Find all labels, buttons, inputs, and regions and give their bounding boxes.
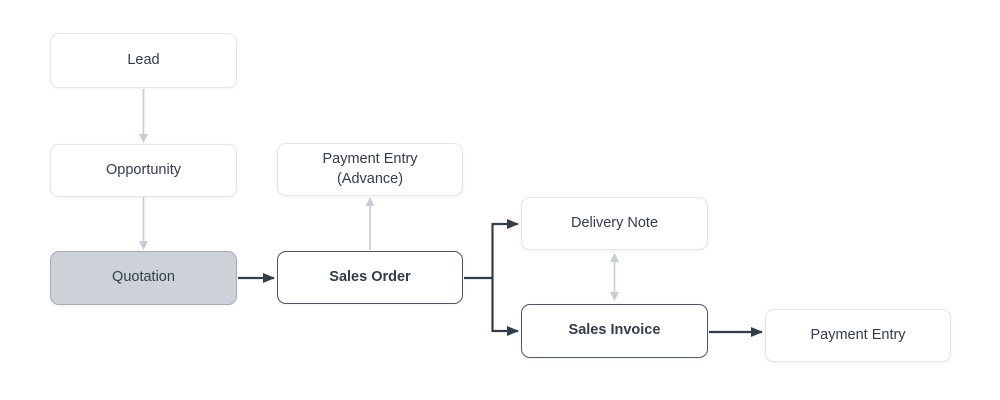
node-payment-entry: Payment Entry	[765, 309, 951, 362]
node-sales-order: Sales Order	[277, 251, 463, 304]
node-sales-order-label: Sales Order	[329, 268, 411, 285]
node-lead-label: Lead	[127, 51, 160, 68]
node-opportunity: Opportunity	[50, 144, 237, 197]
node-quotation: Quotation	[50, 251, 237, 305]
node-payment-entry-label: Payment Entry	[810, 326, 906, 343]
node-payment-entry-advance: Payment Entry (Advance)	[277, 143, 463, 196]
node-opportunity-label: Opportunity	[106, 161, 181, 178]
node-payment-entry-advance-label: Payment Entry (Advance)	[322, 150, 418, 187]
node-sales-invoice-label: Sales Invoice	[568, 322, 661, 339]
node-delivery-note-label: Delivery Note	[570, 214, 659, 231]
node-sales-invoice: Sales Invoice	[521, 304, 708, 358]
node-quotation-label: Quotation	[112, 269, 175, 286]
node-delivery-note: Delivery Note	[521, 197, 708, 250]
node-lead: Lead	[50, 33, 237, 88]
